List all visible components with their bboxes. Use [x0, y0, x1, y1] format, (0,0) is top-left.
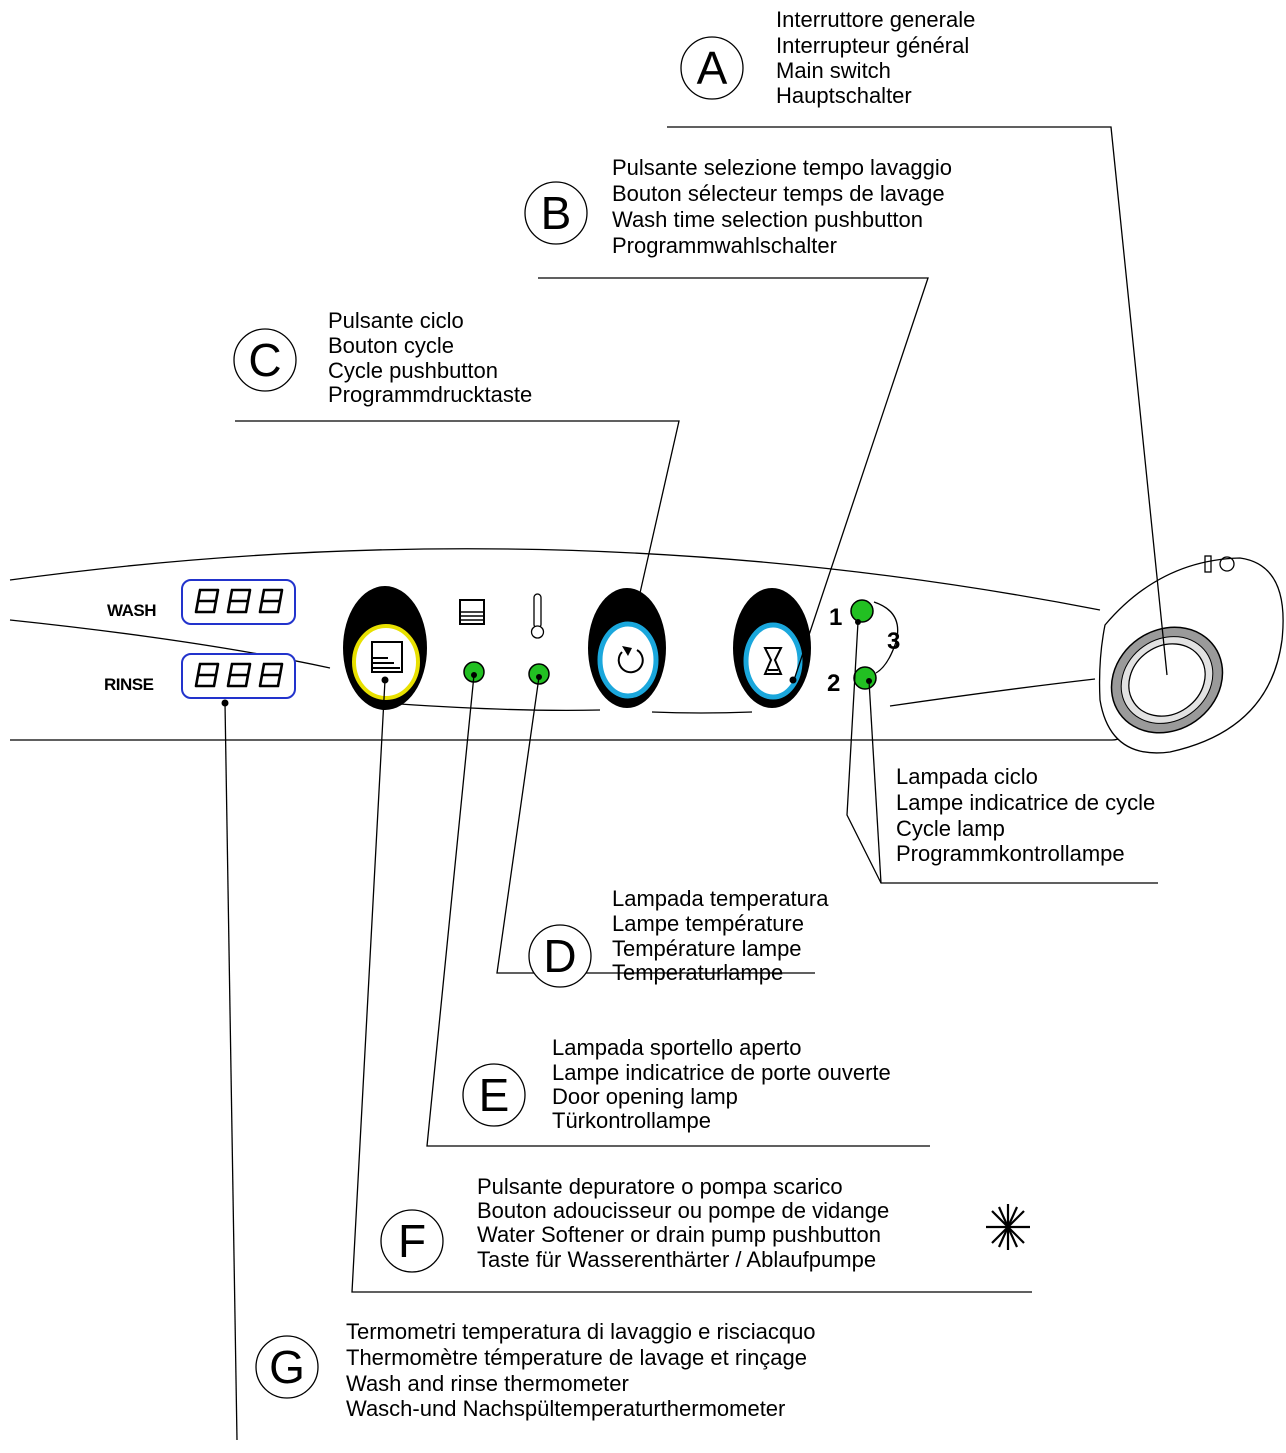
control-panel — [9, 548, 1127, 741]
callout-c-line-3: Cycle pushbutton — [328, 358, 498, 383]
leader-line-b — [538, 277, 929, 681]
callout-c-letter: C — [248, 334, 281, 386]
cycle-button-face[interactable] — [597, 621, 659, 699]
panel-top-edge — [9, 548, 1101, 611]
cycle-arrow-icon — [617, 649, 644, 674]
callout-d-line-2: Lampe température — [612, 911, 804, 936]
callout-e-letter: E — [479, 1069, 510, 1121]
callout-d-line-3: Température lampe — [612, 936, 802, 961]
cycle-lamp-1 — [850, 599, 874, 623]
cycle-lamp-line-3: Cycle lamp — [896, 816, 1005, 841]
panel-inner-curve-middle — [399, 703, 601, 712]
callout-e-line-2: Lampe indicatrice de porte ouverte — [552, 1060, 891, 1085]
cycle-lamps: 1 2 3 — [827, 599, 900, 697]
leader-lines — [224, 126, 1168, 1441]
callout-e-circle — [462, 1063, 526, 1127]
callout-d-letter: D — [543, 930, 576, 982]
callout-a-letter: A — [697, 42, 728, 94]
callout-g-line-4: Wasch-und Nachspültemperaturthermometer — [346, 1396, 785, 1421]
callout-d-line-4: Temperaturlampe — [612, 960, 783, 985]
callout-g-circle — [255, 1335, 319, 1399]
cycle-lamp-1-label: 1 — [829, 604, 842, 631]
callout-a-circle — [680, 36, 744, 100]
leader-line-d — [496, 676, 815, 974]
main-switch-knob[interactable] — [1115, 629, 1220, 731]
callout-b: B Pulsante selezione tempo lavaggio Bout… — [524, 155, 952, 258]
panel-bottom-edge — [10, 727, 1127, 741]
callout-e-line-3: Door opening lamp — [552, 1084, 738, 1109]
callout-b-line-2: Bouton sélecteur temps de lavage — [612, 181, 945, 206]
cycle-lamp-3-label: 3 — [887, 628, 900, 655]
callout-g: G Termometri temperatura di lavaggio e r… — [255, 1319, 816, 1421]
callout-b-letter: B — [541, 187, 572, 239]
cycle-lamp-line-2: Lampe indicatrice de cycle — [896, 790, 1155, 815]
callout-c-line-4: Programmdrucktaste — [328, 382, 532, 407]
callout-c-circle — [233, 328, 297, 392]
thermometer-icon — [530, 593, 545, 639]
callout-g-letter: G — [269, 1341, 305, 1393]
callout-f-line-2: Bouton adoucisseur ou pompe de vidange — [477, 1198, 889, 1223]
callout-c: C Pulsante ciclo Bouton cycle Cycle push… — [233, 308, 532, 407]
leader-line-e — [426, 674, 930, 1147]
asterisk-icon — [986, 1204, 1030, 1250]
callout-f-circle — [380, 1209, 444, 1273]
leader-line-g — [224, 702, 238, 1441]
callout-f: F Pulsante depuratore o pompa scarico Bo… — [380, 1174, 1030, 1273]
rinse-display: RINSE — [104, 653, 296, 707]
callout-f-line-1: Pulsante depuratore o pompa scarico — [477, 1174, 843, 1199]
hourglass-icon — [763, 647, 783, 675]
callout-e-line-1: Lampada sportello aperto — [552, 1035, 802, 1060]
panel-inner-curve-right — [889, 678, 1096, 707]
drain-symbol-icon — [371, 641, 403, 673]
callout-cycle-lamp: Lampada ciclo Lampe indicatrice de cycle… — [896, 764, 1155, 866]
callout-e-line-4: Türkontrollampe — [552, 1108, 711, 1133]
leader-line-c — [235, 420, 680, 594]
cycle-lamp-line-1: Lampada ciclo — [896, 764, 1038, 789]
rinse-label: RINSE — [104, 675, 154, 694]
callout-a-line-4: Hauptschalter — [776, 83, 912, 108]
callout-g-line-3: Wash and rinse thermometer — [346, 1371, 629, 1396]
callout-c-line-1: Pulsante ciclo — [328, 308, 464, 333]
off-symbol-icon — [1219, 556, 1235, 572]
callout-b-line-3: Wash time selection pushbutton — [612, 207, 923, 232]
panel-inner-curve-middle2 — [651, 711, 753, 714]
leader-line-cycle-lamp-2 — [868, 680, 882, 884]
callout-f-line-3: Water Softener or drain pump pushbutton — [477, 1222, 881, 1247]
rinse-digits — [194, 662, 284, 688]
cycle-lamp-2-label: 2 — [827, 670, 840, 697]
callout-d-circle — [528, 924, 592, 988]
callout-b-line-4: Programmwahlschalter — [612, 233, 837, 258]
leader-line-cycle-lamp-1 — [846, 621, 1158, 884]
cycle-button[interactable] — [588, 588, 666, 708]
wash-label: WASH — [107, 601, 156, 620]
callout-a-line-3: Main switch — [776, 58, 891, 83]
callout-f-line-4: Taste für Wasserenthärter / Ablaufpumpe — [477, 1247, 876, 1272]
wash-digits — [194, 588, 284, 614]
door-icon — [459, 599, 485, 625]
wash-display: WASH — [107, 579, 296, 625]
callout-b-line-1: Pulsante selezione tempo lavaggio — [612, 155, 952, 180]
callout-f-letter: F — [398, 1215, 426, 1267]
callout-g-line-1: Termometri temperatura di lavaggio e ris… — [346, 1319, 816, 1344]
leader-line-f — [351, 679, 1032, 1293]
callout-b-circle — [524, 181, 588, 245]
main-switch[interactable] — [1091, 555, 1284, 754]
callout-a-line-1: Interruttore generale — [776, 7, 975, 32]
softener-drain-pump-button[interactable] — [343, 586, 427, 710]
leader-line-a — [667, 126, 1168, 676]
cycle-lamp-line-4: Programmkontrollampe — [896, 841, 1125, 866]
callout-d-line-1: Lampada temperatura — [612, 886, 829, 911]
cycle-lamp-2 — [853, 666, 877, 690]
callout-a-line-2: Interrupteur général — [776, 33, 969, 58]
callout-d: D Lampada temperatura Lampe température … — [528, 886, 829, 988]
callout-c-line-2: Bouton cycle — [328, 333, 454, 358]
wash-time-button[interactable] — [733, 588, 811, 708]
callout-a: A Interruttore generale Interrupteur gén… — [680, 7, 975, 108]
on-symbol-icon — [1204, 555, 1212, 573]
callout-e: E Lampada sportello aperto Lampe indicat… — [462, 1035, 891, 1133]
callout-g-line-2: Thermomètre témperature de lavage et rin… — [346, 1345, 807, 1370]
cycle-lamp-arc — [873, 601, 899, 674]
